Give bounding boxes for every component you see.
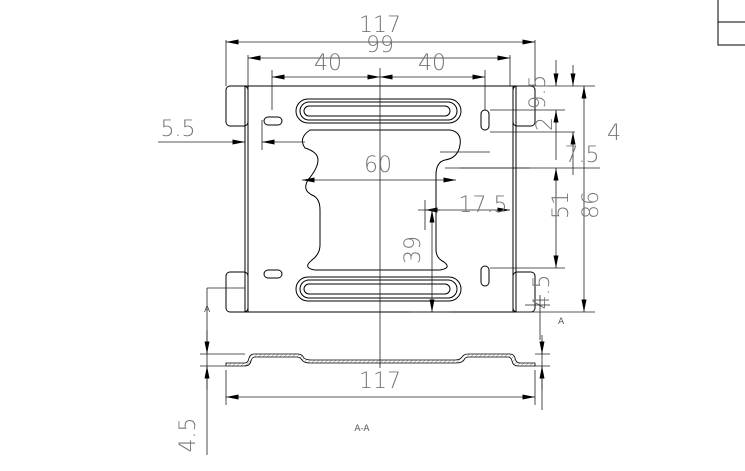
dim-hole-offset: 17.5 [424,151,530,230]
dim-text: 60 [364,153,392,178]
section-marker-right: A [558,317,565,327]
dim-inner-width: 99 [247,33,511,86]
dim-text: 86 [579,191,604,219]
dim-text: 2 [533,117,558,131]
mounting-holes [263,109,490,287]
dim-text: 39 [401,236,426,264]
dim-text: 117 [359,369,401,394]
dim-text: 7.5 [565,143,600,168]
dim-text: 117 [359,13,401,38]
dim-cutout-half-height: 39 [401,209,450,313]
center-cutout [301,129,461,271]
bottom-slot [295,276,462,302]
section-markers: A A [204,287,565,340]
dim-spans: 40 40 [271,51,486,110]
dim-overall-width: 117 [225,13,536,86]
section-view-profile [225,353,536,367]
dim-text: 99 [366,33,394,58]
dim-cutout-width: 60 [302,153,456,183]
dim-right-verticals: 9.5 2 4 7.5 51 86 4.5 [460,60,621,313]
dim-text: 9.5 [526,75,551,110]
section-label: A-A [354,424,370,434]
dim-text: 5.5 [161,117,196,142]
dim-edge-offset: 5.5 [158,117,305,150]
dim-text: 17.5 [459,193,508,218]
dim-section-height: 4.5 [176,310,550,455]
dim-text: 40 [314,51,342,76]
dim-text: 40 [418,51,446,76]
top-slot [295,98,462,124]
dim-text: 4 [607,121,621,146]
title-block [717,0,745,46]
dim-text: 4.5 [176,418,201,453]
section-marker-left: A [204,305,211,315]
dim-section-width: 117 [225,369,536,405]
dim-text: 4.5 [530,275,555,310]
dim-text: 51 [549,191,574,219]
